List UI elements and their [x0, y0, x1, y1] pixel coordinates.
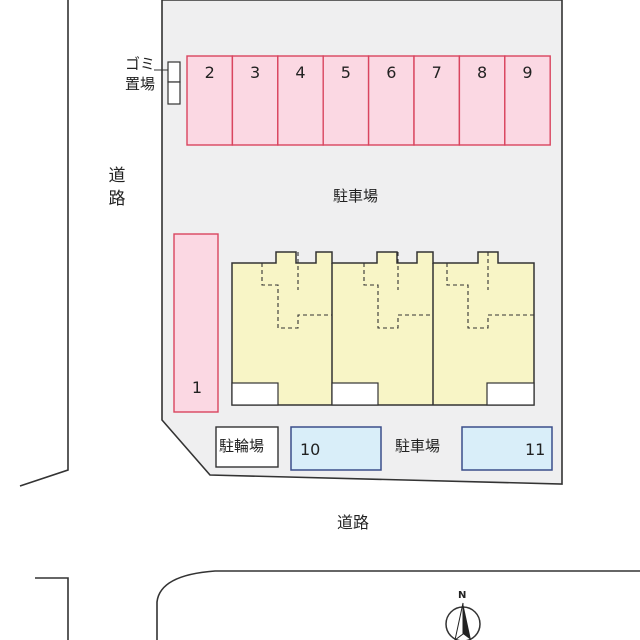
road-label-left-char-1: 道 [108, 166, 126, 186]
parking-number-10: 10 [300, 440, 321, 459]
porch-2 [331, 382, 379, 406]
parking-space-10 [290, 426, 382, 471]
parking-space-11 [461, 426, 553, 471]
parking-label-bottom: 駐車場 [395, 437, 441, 455]
road-label-bottom: 道路 [337, 513, 370, 532]
garbage-area-label: ゴミ 置場 [113, 54, 155, 94]
parking-number-6: 6 [386, 63, 397, 82]
garbage-label-line-1: ゴミ [124, 55, 155, 73]
parking-label-top: 駐車場 [333, 187, 379, 205]
porch-1 [231, 382, 279, 406]
parking-number-7: 7 [431, 63, 442, 82]
parking-number-3: 3 [249, 63, 261, 82]
building [231, 251, 535, 406]
bicycle-parking-label: 駐輪場 [219, 437, 265, 455]
parking-space-4 [277, 55, 324, 146]
bicycle-parking-box [215, 426, 279, 468]
parking-number-5: 5 [340, 63, 351, 82]
interior-dashed-lines [261, 252, 534, 329]
parking-space-6 [367, 55, 415, 146]
road-label-left: 道 路 [107, 165, 127, 211]
garbage-label-line-2: 置場 [124, 75, 155, 93]
road-edge-bottom [156, 570, 640, 640]
porch-3 [486, 382, 535, 406]
north-arrow-icon [445, 602, 481, 640]
garbage-box-bottom [167, 81, 181, 105]
north-label: N [458, 590, 467, 601]
parking-number-1: 1 [191, 378, 203, 397]
road-edge-bottom-left [35, 577, 69, 640]
parking-space-7 [413, 55, 461, 146]
parking-number-9: 9 [522, 63, 533, 82]
parking-number-8: 8 [476, 63, 488, 82]
parking-row-top [186, 55, 551, 146]
parking-space-9 [504, 55, 551, 146]
parking-space-1 [173, 233, 219, 413]
garbage-box-top [167, 61, 181, 83]
parking-number-4: 4 [295, 63, 306, 82]
parking-space-2 [186, 55, 234, 146]
road-edge-left [19, 0, 69, 487]
parking-number-11: 11 [525, 440, 546, 459]
parking-space-5 [322, 55, 370, 146]
parking-space-8 [458, 55, 506, 146]
road-label-left-char-2: 路 [108, 188, 126, 209]
parking-number-2: 2 [204, 63, 215, 82]
